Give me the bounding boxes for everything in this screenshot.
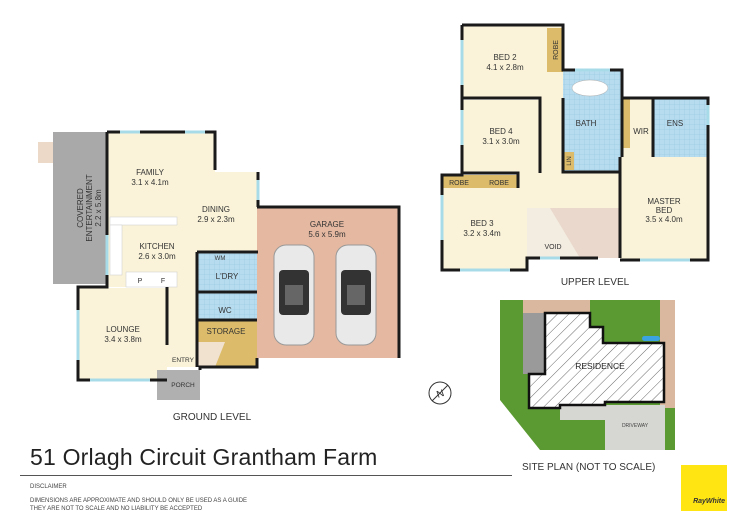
wir-shelf: [622, 98, 630, 148]
family-dining-kitchen-area: [107, 132, 258, 367]
lounge-size: 3.4 x 3.8m: [104, 335, 142, 344]
master-bed-room: [620, 157, 708, 260]
linen-cupboard: [564, 152, 574, 170]
upper-stairs: [550, 208, 620, 258]
entry-label: ENTRY: [172, 357, 195, 364]
bed3-room: [442, 188, 528, 270]
side-path: [523, 300, 590, 313]
laundry-label: L'DRY: [216, 272, 239, 281]
ground-level-label: GROUND LEVEL: [173, 412, 252, 423]
steps: [38, 142, 53, 163]
north-letter: N: [435, 388, 446, 401]
dining-size: 2.9 x 2.3m: [197, 215, 235, 224]
kitchen-cooktop-bench: [109, 224, 123, 276]
covered-entertainment-area: [53, 132, 107, 284]
family-label: FAMILY: [136, 168, 165, 177]
wc-room: [197, 292, 257, 320]
ray-white-logo: RayWhite: [681, 465, 727, 511]
disclaimer-line-1: DIMENSIONS ARE APPROXIMATE AND SHOULD ON…: [30, 498, 248, 504]
dining-label: DINING: [202, 205, 230, 214]
pantry-fridge: [125, 271, 178, 288]
porch-label: PORCH: [171, 382, 195, 389]
title-divider: [20, 475, 512, 476]
patio: [523, 313, 545, 374]
bed2-room: [462, 25, 563, 98]
residence-label: RESIDENCE: [575, 361, 625, 371]
bed2-robe: [547, 28, 563, 72]
kitchen-size: 2.6 x 3.0m: [138, 252, 176, 261]
ens-label: ENS: [667, 119, 683, 128]
bed4-robe-label: ROBE: [489, 180, 509, 187]
north-arrow-icon: N: [428, 381, 452, 405]
wc-label: WC: [218, 306, 232, 315]
property-address-title: 51 Orlagh Circuit Grantham Farm: [30, 444, 378, 470]
bed3-robe-label: ROBE: [449, 180, 469, 187]
kitchen-label: KITCHEN: [139, 242, 174, 251]
bed2-label: BED 2: [493, 53, 517, 62]
car-icon: [273, 244, 315, 346]
lounge-label: LOUNGE: [106, 325, 140, 334]
storage-label: STORAGE: [207, 327, 246, 336]
landing: [518, 173, 620, 208]
linen-label: LIN: [567, 156, 573, 165]
car-icon: [335, 244, 377, 346]
master-label-2: BED: [656, 206, 673, 215]
site-plan: RESIDENCE DRIVEWAY: [500, 300, 675, 450]
residence-footprint: [527, 311, 666, 410]
logo-text: RayWhite: [693, 498, 725, 505]
driveway-area: [560, 405, 665, 450]
void-label: VOID: [544, 244, 561, 251]
covered-label-1: COVERED: [76, 188, 85, 228]
upper-level-plan: BED 2 4.1 x 2.8m ROBE BED 4 3.1 x 3.0m R…: [440, 23, 710, 288]
bed4-room: [462, 100, 540, 173]
wm-label: WM: [215, 256, 226, 262]
wir-label: WIR: [633, 127, 649, 136]
fridge-label: F: [161, 278, 165, 285]
robes: [442, 175, 518, 188]
pantry-label: P: [138, 278, 143, 285]
bed2-size: 4.1 x 2.8m: [486, 63, 524, 72]
corner-cut: [500, 400, 540, 450]
lounge-room: [78, 288, 167, 380]
upper-level-label: UPPER LEVEL: [561, 277, 630, 288]
driveway-label: DRIVEWAY: [622, 423, 649, 429]
bed3-label: BED 3: [470, 219, 494, 228]
bed2-robe-label: ROBE: [553, 40, 560, 60]
stairs: [197, 342, 225, 367]
master-size: 3.5 x 4.0m: [645, 215, 683, 224]
garage-size: 5.6 x 5.9m: [308, 230, 346, 239]
bath-label: BATH: [576, 119, 597, 128]
bed4-label: BED 4: [489, 127, 513, 136]
disclaimer-line-2: THEY ARE NOT TO SCALE AND NO LIABILITY B…: [30, 506, 203, 512]
ensuite-room: [653, 98, 708, 157]
pool: [642, 336, 660, 341]
disclaimer-heading: DISCLAIMER: [30, 484, 67, 490]
covered-size: 2.2 x 5.8m: [94, 189, 103, 227]
master-label-1: MASTER: [647, 197, 681, 206]
kitchen-bench: [109, 216, 178, 226]
bed4-size: 3.1 x 3.0m: [482, 137, 520, 146]
bed3-size: 3.2 x 3.4m: [463, 229, 501, 238]
porch-area: [157, 370, 200, 400]
bathtub: [571, 79, 609, 97]
upper-walls: [440, 23, 710, 272]
laundry-room: [197, 252, 257, 292]
windows: [76, 130, 260, 382]
upper-windows: [440, 40, 710, 272]
site-plan-label: SITE PLAN (NOT TO SCALE): [522, 462, 656, 473]
ground-level-plan: FAMILY 3.1 x 4.1m DINING 2.9 x 2.3m KITC…: [38, 130, 401, 423]
covered-label-2: ENTERTAINMENT: [85, 174, 94, 241]
garage-label: GARAGE: [310, 220, 344, 229]
family-size: 3.1 x 4.1m: [131, 178, 169, 187]
